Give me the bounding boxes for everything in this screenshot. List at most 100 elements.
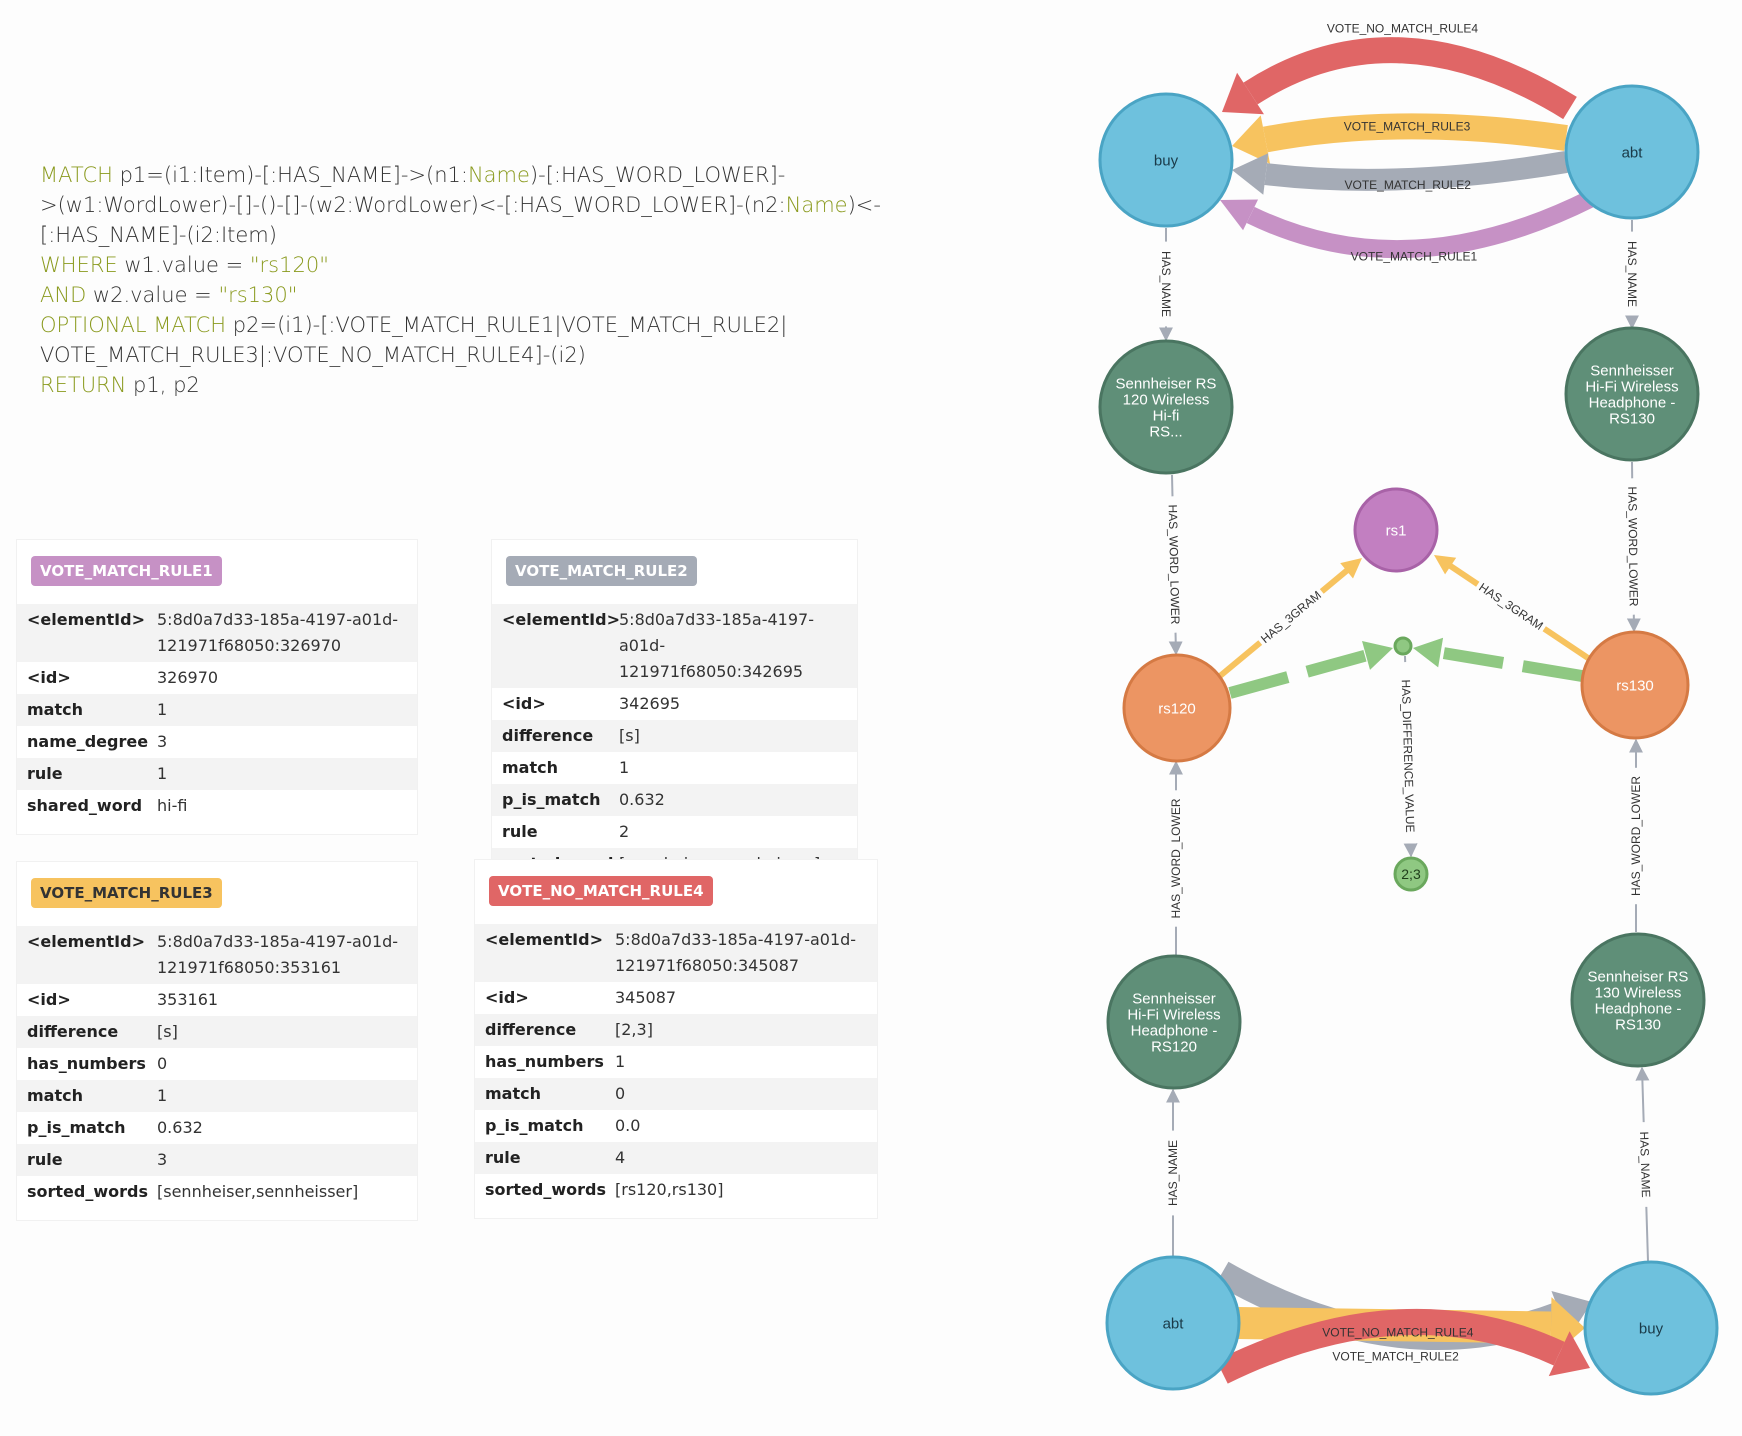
relationship-edge: HAS_WORD_LOWER bbox=[1629, 738, 1643, 932]
node-label: rs120 bbox=[1158, 700, 1196, 717]
relationship-rule4: VOTE_NO_MATCH_RULE4 bbox=[1222, 21, 1577, 120]
query-keyword: "rs120" bbox=[249, 253, 329, 277]
node-label: Headphone - bbox=[1589, 394, 1676, 411]
graph-node-item[interactable]: buy bbox=[1098, 92, 1234, 228]
node-label: 130 Wireless bbox=[1595, 984, 1682, 1001]
node-label: rs1 bbox=[1386, 522, 1407, 539]
graph-node-item[interactable]: abt bbox=[1105, 1255, 1241, 1391]
query-text: p1=(i1:Item)-[:HAS_NAME]->(n1: bbox=[119, 163, 468, 187]
query-keyword: OPTIONAL MATCH bbox=[40, 313, 233, 337]
node-label: Hi-fi bbox=[1153, 407, 1180, 424]
relationship-type-badge: VOTE_MATCH_RULE3 bbox=[31, 878, 222, 908]
property-value: 4 bbox=[615, 1148, 626, 1167]
property-value: 1 bbox=[615, 1052, 626, 1071]
node-label: Headphone - bbox=[1595, 1000, 1682, 1017]
property-value: 342695 bbox=[619, 694, 681, 713]
query-line: WHERE w1.value = "rs120" bbox=[40, 250, 860, 280]
relationship-label: HAS_WORD_LOWER bbox=[1625, 486, 1640, 607]
query-line: RETURN p1, p2 bbox=[40, 370, 860, 400]
property-key: <elementId> bbox=[27, 610, 145, 629]
query-keyword: "rs130" bbox=[218, 283, 298, 307]
property-key: <id> bbox=[485, 988, 529, 1007]
graph-node-name[interactable]: Sennheiser RS120 WirelessHi-fiRS... bbox=[1098, 339, 1234, 475]
node-label: Sennheiser RS bbox=[1116, 375, 1217, 392]
query-keyword: Name bbox=[467, 163, 530, 187]
relationship-label: VOTE_NO_MATCH_RULE4 bbox=[1322, 1325, 1473, 1339]
rule1-properties-panel: VOTE_MATCH_RULE1 <elementId> 5:8d0a7d33-18… bbox=[17, 540, 417, 834]
property-value: 5:8d0a7d33-185a-4197-a01d-121971f68050:3… bbox=[615, 930, 857, 975]
relationship-label: HAS_DIFFERENCE_VALUE bbox=[1399, 679, 1418, 833]
graph-node-word[interactable]: rs120 bbox=[1122, 653, 1232, 763]
rule4-properties-panel: VOTE_NO_MATCH_RULE4<elementId>5:8d0a7d33… bbox=[475, 860, 877, 1218]
graph-node-gram[interactable]: rs1 bbox=[1353, 487, 1439, 573]
property-key: p_is_match bbox=[485, 1116, 584, 1135]
query-text: [:HAS_NAME]-(i2:Item) bbox=[40, 223, 277, 247]
property-key: shared_word bbox=[27, 796, 143, 815]
relationship-label: HAS_WORD_LOWER bbox=[1629, 776, 1643, 896]
property-key: rule bbox=[27, 764, 63, 783]
graph-node-word[interactable]: rs130 bbox=[1580, 630, 1690, 740]
relationship-label: VOTE_MATCH_RULE2 bbox=[1344, 178, 1471, 192]
query-text: )<- bbox=[847, 193, 881, 217]
relationship-type-badge: VOTE_NO_MATCH_RULE4 bbox=[489, 876, 713, 906]
query-text: p2=(i1)-[:VOTE_MATCH_RULE1|VOTE_MATCH_RU… bbox=[232, 313, 788, 337]
property-value: 0 bbox=[615, 1084, 626, 1103]
node-label: RS... bbox=[1149, 423, 1182, 440]
property-row: <id>342695 bbox=[492, 688, 857, 720]
relationship-label: HAS_WORD_LOWER bbox=[1166, 504, 1183, 625]
relationship-edge: HAS_NAME bbox=[1166, 1088, 1180, 1256]
property-value: [rs120,rs130] bbox=[615, 1180, 724, 1199]
relationship-rule3: VOTE_MATCH_RULE3 bbox=[1232, 113, 1568, 164]
property-row: shared_word hi-fi bbox=[17, 790, 417, 822]
relationship-label: HAS_NAME bbox=[1166, 1140, 1180, 1206]
query-text: w2.value = bbox=[92, 283, 219, 307]
property-value: 1 bbox=[619, 758, 630, 777]
property-key: has_numbers bbox=[485, 1052, 604, 1071]
graph-node-item[interactable]: abt bbox=[1564, 84, 1700, 220]
relationship-label: VOTE_MATCH_RULE1 bbox=[1351, 250, 1478, 264]
relationship-edge: HAS_NAME bbox=[1625, 220, 1639, 330]
node-label: Sennheiser RS bbox=[1588, 968, 1689, 985]
property-value: hi-fi bbox=[157, 796, 188, 815]
node-label: 120 Wireless bbox=[1123, 391, 1210, 408]
relationship-edge: HAS_NAME bbox=[1159, 228, 1173, 342]
property-value: 2 bbox=[619, 822, 630, 841]
property-value: 5:8d0a7d33-185a-4197-a01d-121971f68050:3… bbox=[619, 610, 814, 681]
property-value: 5:8d0a7d33-185a-4197-a01d-121971f68050:3… bbox=[157, 610, 399, 655]
property-key: difference bbox=[502, 726, 594, 745]
property-value: [s] bbox=[619, 726, 640, 745]
property-key: p_is_match bbox=[502, 790, 601, 809]
node-label: buy bbox=[1639, 1320, 1664, 1337]
node-label: RS130 bbox=[1615, 1016, 1661, 1033]
relationship-type-badge: VOTE_MATCH_RULE2 bbox=[506, 556, 697, 586]
property-key: sorted_words bbox=[27, 1182, 148, 1201]
difference-edges bbox=[1228, 637, 1583, 699]
graph-node-diff[interactable] bbox=[1393, 636, 1413, 656]
property-key: difference bbox=[27, 1022, 119, 1041]
property-key: match bbox=[485, 1084, 541, 1103]
node-label: RS130 bbox=[1609, 410, 1655, 427]
cypher-query: MATCH p1=(i1:Item)-[:HAS_NAME]->(n1:Name… bbox=[40, 160, 881, 400]
property-key: rule bbox=[27, 1150, 63, 1169]
graph-node-diff[interactable]: 2;3 bbox=[1393, 856, 1429, 892]
query-text: w1.value = bbox=[124, 253, 250, 277]
property-key: <id> bbox=[27, 668, 71, 687]
node-label: Sennheisser bbox=[1590, 362, 1673, 379]
relationship-type-badge: VOTE_MATCH_RULE1 bbox=[31, 556, 222, 586]
property-key: <elementId> bbox=[27, 932, 145, 951]
graph-node-item[interactable]: buy bbox=[1583, 1260, 1719, 1396]
property-row: <id>345087 bbox=[475, 982, 877, 1014]
node-label: rs130 bbox=[1616, 677, 1654, 694]
